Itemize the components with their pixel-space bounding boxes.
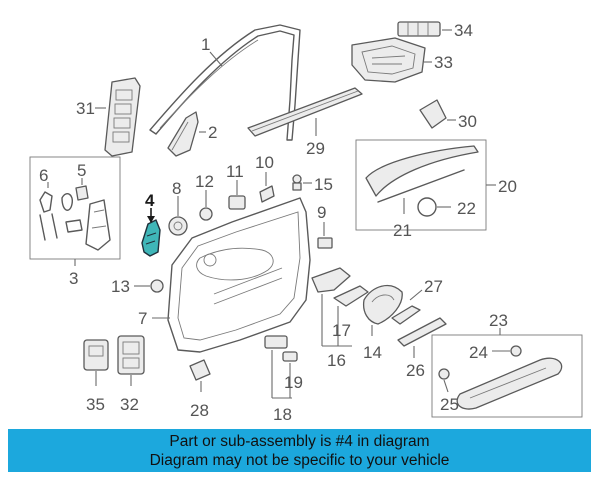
part-29-belt-weatherstrip[interactable] [247,87,363,137]
part-1-frame-molding[interactable] [149,24,301,141]
part-23-armrest[interactable] [456,357,563,410]
part-15-screw[interactable] [292,174,302,191]
part-19-screw[interactable] [282,351,298,362]
callout-3[interactable]: 3 [69,269,78,288]
part-27-trim[interactable] [391,305,421,325]
part-11-bracket[interactable] [228,195,246,210]
part-22-ring[interactable] [417,197,437,217]
part-33-switch-housing[interactable] [351,37,426,83]
part-34-switch-strip[interactable] [397,21,441,37]
part-21-trim-strip[interactable] [365,145,479,203]
part-14-handle[interactable] [362,284,403,325]
callout-35[interactable]: 35 [86,395,105,414]
callout-1[interactable]: 1 [201,35,210,54]
callout-32[interactable]: 32 [120,395,139,414]
callout-34[interactable]: 34 [454,21,473,40]
part-13-clip[interactable] [150,279,164,293]
callout-16[interactable]: 16 [327,351,346,370]
part-26-trim-strip[interactable] [397,317,447,347]
callout-25[interactable]: 25 [440,395,459,414]
callout-13[interactable]: 13 [111,277,130,296]
callout-31[interactable]: 31 [76,99,95,118]
callout-12[interactable]: 12 [195,172,214,191]
group-box-23 [431,334,583,418]
callout-14[interactable]: 14 [363,343,382,362]
callout-4[interactable]: 4 [145,191,155,210]
part-31-master-switch[interactable] [104,77,141,157]
part-32-switch-bezel[interactable] [117,335,145,375]
part-3-assembly-detail[interactable] [61,193,111,251]
callout-24[interactable]: 24 [469,343,488,362]
part-5-clip[interactable] [75,185,89,201]
callout-8[interactable]: 8 [172,179,181,198]
callout-22[interactable]: 22 [457,199,476,218]
part-4-highlighted-bracket[interactable] [141,219,161,257]
callout-27[interactable]: 27 [424,277,443,296]
callout-11[interactable]: 11 [226,162,244,181]
leader-25 [443,379,449,393]
part-25-cap[interactable] [438,368,450,380]
callout-5[interactable]: 5 [77,161,86,180]
callout-19[interactable]: 19 [284,373,303,392]
part-8-clip[interactable] [168,216,188,236]
part-18-cover[interactable] [264,335,288,349]
callout-7[interactable]: 7 [138,309,147,328]
callout-10[interactable]: 10 [255,153,274,172]
callout-15[interactable]: 15 [314,175,333,194]
exploded-parts-diagram: 1 2 29 31 34 33 30 [29,21,583,424]
leader-1 [209,51,223,67]
callout-33[interactable]: 33 [434,53,453,72]
callout-2[interactable]: 2 [208,123,217,142]
part-7-door-panel[interactable] [167,197,311,353]
part-28-plate[interactable] [189,359,211,381]
part-6-bracket[interactable] [39,191,58,241]
part-30-trim-plate[interactable] [419,99,447,129]
callout-9[interactable]: 9 [317,203,326,222]
callout-18[interactable]: 18 [273,405,292,424]
callout-23[interactable]: 23 [489,311,508,330]
callout-26[interactable]: 26 [406,361,425,380]
callout-6[interactable]: 6 [39,166,48,185]
callout-28[interactable]: 28 [190,401,209,420]
banner-line-1: Part or sub-assembly is #4 in diagram [169,432,430,450]
part-10-bracket[interactable] [259,185,275,203]
callout-21[interactable]: 21 [393,221,412,240]
part-35-key-fob[interactable] [83,339,109,371]
callout-30[interactable]: 30 [458,112,477,131]
arrow-4-icon [147,216,155,223]
fitment-banner: Part or sub-assembly is #4 in diagram Di… [8,429,591,472]
leader-27 [409,289,423,301]
callout-20[interactable]: 20 [498,177,517,196]
part-16-handle-bracket[interactable] [311,267,351,293]
callout-29[interactable]: 29 [306,139,325,158]
part-17-handle-trim[interactable] [333,285,369,307]
callout-17[interactable]: 17 [332,321,351,340]
part-9-clip[interactable] [317,237,333,249]
part-2-mirror-cover[interactable] [167,111,199,157]
banner-line-2: Diagram may not be specific to your vehi… [149,451,450,469]
part-12-grommet[interactable] [199,207,213,221]
part-24-screw[interactable] [510,345,522,357]
